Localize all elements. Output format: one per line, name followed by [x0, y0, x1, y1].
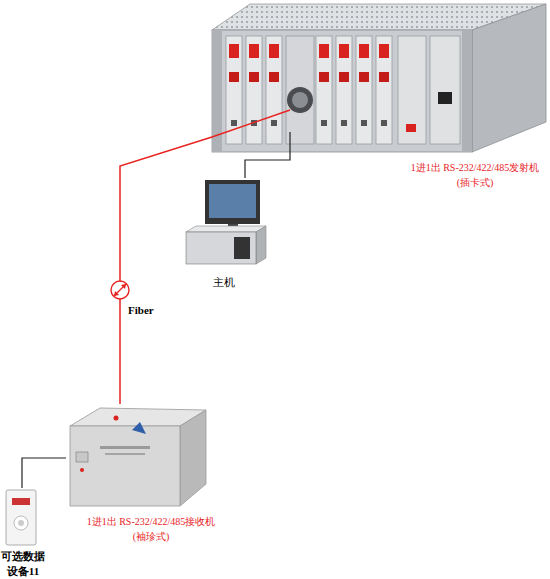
power-module: [398, 36, 426, 144]
rack-illustration: [212, 4, 546, 152]
card: [316, 36, 332, 144]
card: [266, 36, 282, 144]
device-label: 1进1出 RS-232/422/485接收机(袖珍式): [78, 514, 224, 544]
fiber-port: [114, 416, 119, 421]
host-computer: 主机: [182, 178, 266, 264]
data-device: 可选数据 设备11: [6, 488, 38, 546]
card: [356, 36, 372, 144]
case-side: [256, 226, 266, 264]
rack-side: [472, 4, 546, 152]
device-knob: [14, 516, 28, 530]
receiver-logo: [132, 422, 146, 434]
fiber-wire: [212, 110, 290, 137]
receiver-side: [180, 410, 206, 506]
fiber-symbol-head: [121, 284, 126, 289]
monitor-screen: [209, 184, 256, 218]
fan-hub: [292, 92, 308, 108]
receiver-plate: [105, 453, 145, 455]
data-device-illustration: [6, 490, 36, 545]
device-body: [6, 490, 36, 545]
receiver-terminal: [76, 452, 88, 462]
case-top: [186, 226, 266, 232]
serial-cable: [245, 150, 290, 178]
power-module: [430, 36, 460, 144]
receiver-led: [80, 468, 84, 472]
fan-panel: [286, 36, 314, 144]
fiber-symbol: [111, 281, 129, 299]
serial-wire: [289, 132, 290, 150]
computer-illustration: [186, 180, 266, 264]
case-bay: [234, 237, 250, 259]
monitor-frame: [205, 180, 260, 224]
receiver-box: 1进1出 RS-232/422/485接收机(袖珍式): [66, 404, 208, 506]
transmitter-rack: 1进1出 RS-232/422/485发射机(插卡式): [212, 0, 548, 150]
device-display: [12, 498, 30, 505]
receiver-plate: [100, 446, 150, 449]
fiber-symbol-ring: [111, 281, 129, 299]
case-front: [186, 232, 256, 264]
card: [376, 36, 392, 144]
power-switch: [406, 124, 416, 132]
device-label: 1进1出 RS-232/422/485发射机(插卡式): [402, 160, 548, 190]
receiver-illustration: [70, 408, 206, 506]
fiber-link: [120, 137, 212, 404]
fiber-symbol-head: [114, 291, 119, 296]
card: [246, 36, 262, 144]
device-label: 主机: [182, 275, 266, 290]
fan: [287, 87, 313, 113]
edge-label: Fiber: [128, 304, 154, 316]
power-socket: [438, 92, 452, 104]
device-label: 可选数据 设备11: [0, 549, 46, 579]
fiber-symbol-arrow: [114, 284, 126, 296]
rack-front: [212, 30, 472, 152]
rack-ear: [462, 30, 472, 152]
receiver-front: [70, 426, 180, 506]
device-knob-core: [18, 520, 24, 526]
card: [336, 36, 352, 144]
serial-cable: [22, 458, 66, 488]
